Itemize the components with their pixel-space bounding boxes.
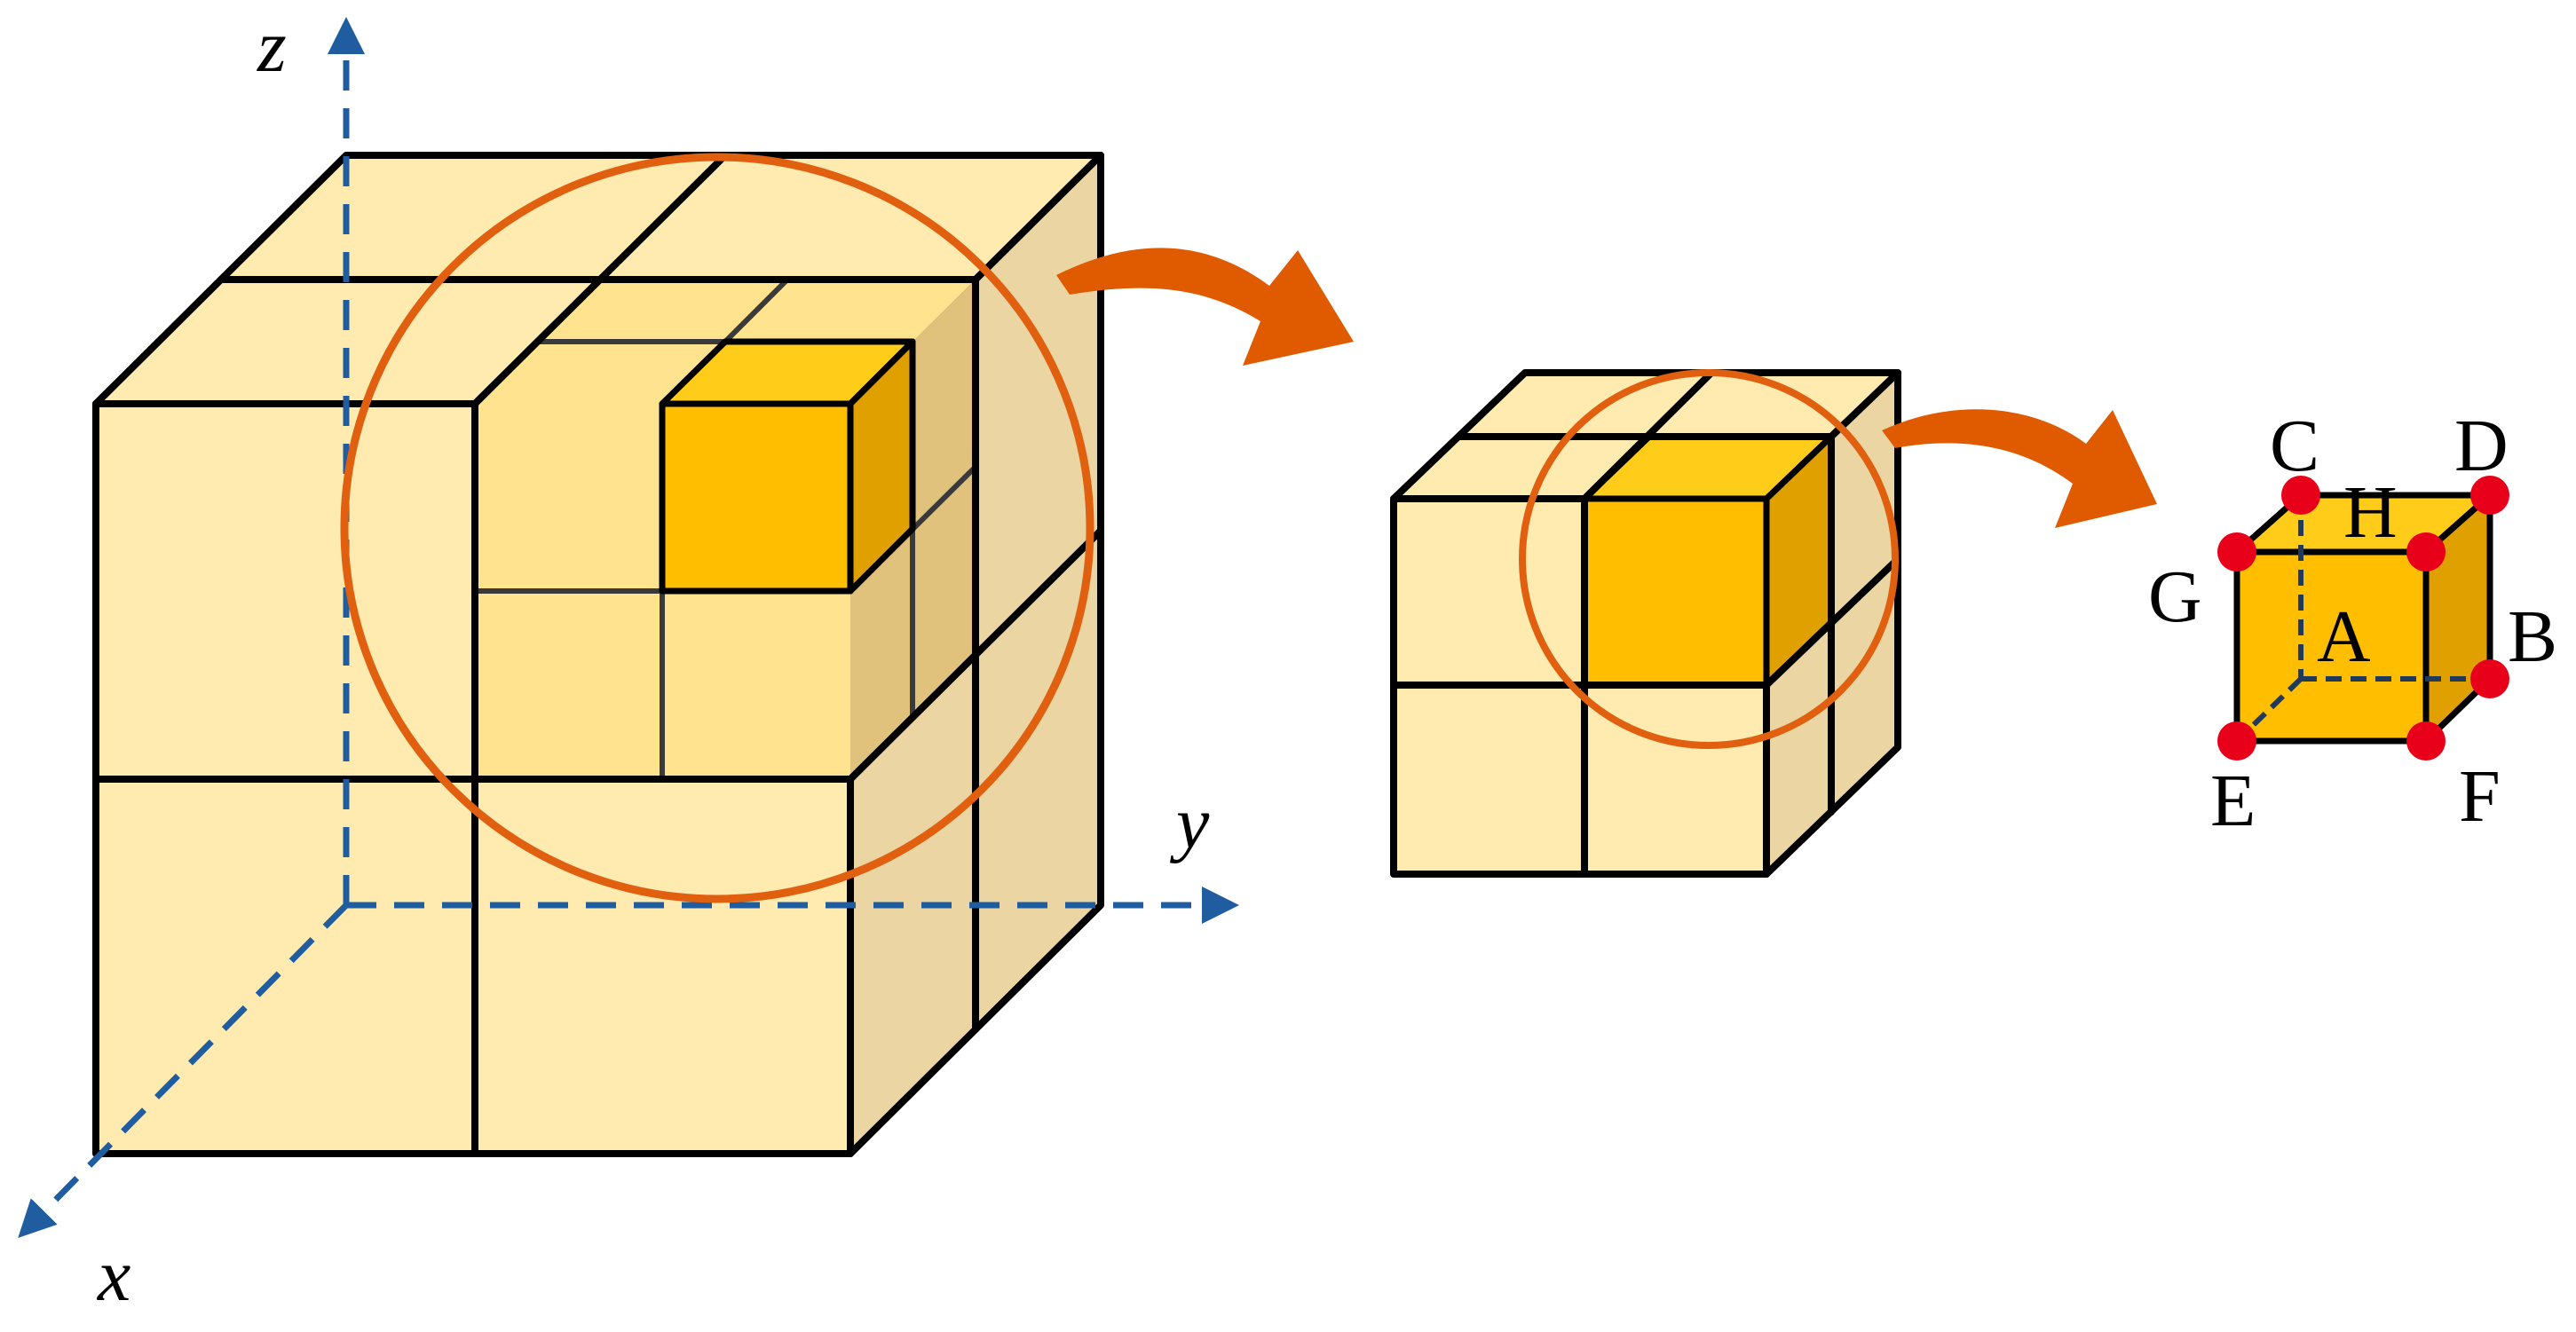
vertex-e	[2217, 721, 2256, 761]
small-cube: C D H G A B E F	[2148, 405, 2557, 842]
zoom-arrow-1	[1056, 248, 1354, 366]
medium-cube	[1390, 369, 1901, 878]
large-cube-zoom-circle	[340, 153, 1094, 903]
vertex-label-b: B	[2508, 595, 2557, 678]
vertex-h	[2406, 532, 2446, 571]
medium-cube-zoom-circle	[1519, 369, 1899, 749]
highlight-cube-side	[847, 338, 916, 595]
highlight-cube-front	[659, 400, 854, 595]
medium-highlight-front	[1581, 495, 1770, 689]
vertex-c	[2281, 476, 2320, 515]
small-cube-vertices	[2217, 476, 2509, 761]
y-axis-label: y	[1169, 782, 1210, 864]
vertex-label-c: C	[2270, 405, 2319, 487]
vertex-d	[2470, 476, 2509, 515]
small-cube-hidden-edges	[2234, 495, 2490, 744]
vertex-label-f: F	[2459, 755, 2501, 838]
vertex-label-h: H	[2343, 471, 2398, 554]
large-cube-highlighted-octant	[475, 277, 978, 779]
x-axis-label: x	[96, 1234, 130, 1317]
vertex-b	[2470, 659, 2509, 698]
vertex-label-g: G	[2148, 556, 2202, 638]
vertex-label-a: A	[2317, 595, 2371, 678]
vertex-f	[2406, 721, 2446, 761]
large-cube	[92, 152, 1104, 1157]
x-axis	[18, 902, 349, 1238]
zoom-arrow-2	[1882, 409, 2157, 528]
vertex-label-d: D	[2454, 405, 2509, 487]
z-axis-label: z	[257, 5, 287, 88]
vertex-g	[2217, 532, 2256, 571]
medium-cube-grid	[1390, 369, 1901, 878]
vertex-label-e: E	[2210, 760, 2256, 842]
